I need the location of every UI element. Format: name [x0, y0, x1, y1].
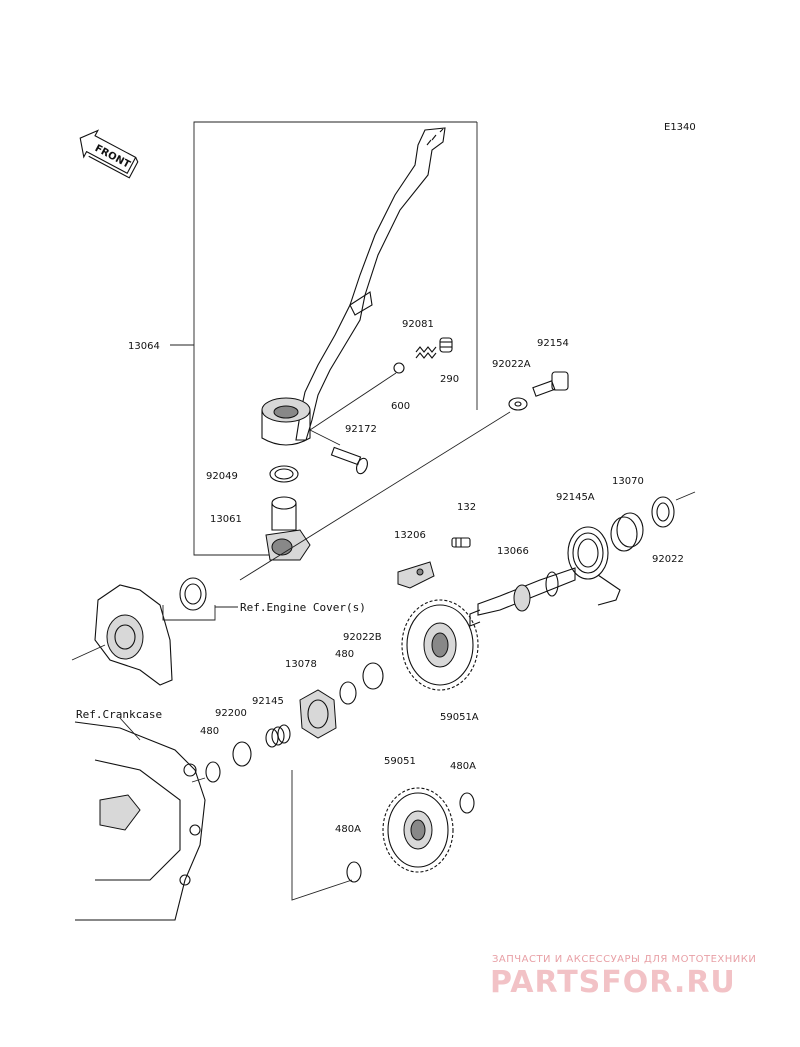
label-600: 600 [391, 401, 410, 412]
label-480-upper: 480 [335, 649, 354, 660]
label-13064: 13064 [128, 341, 160, 352]
label-59051A: 59051A [440, 712, 479, 723]
label-92145A: 92145A [556, 492, 595, 503]
engine-cover-bracket [162, 605, 216, 621]
label-480A-right: 480A [450, 761, 476, 772]
collar-13070 [610, 512, 644, 552]
pin-290 [439, 337, 453, 353]
label-480A-left: 480A [335, 824, 361, 835]
label-480-lower: 480 [200, 726, 219, 737]
label-59051: 59051 [384, 756, 416, 767]
watermark-logo: PARTSFOR.RU [490, 965, 736, 1000]
spring-92145A [567, 526, 621, 606]
ball-600 [393, 362, 405, 374]
ref-engine-cover: Ref.Engine Cover(s) [240, 601, 366, 614]
washer-92022B [362, 662, 384, 690]
seal-92049 [269, 465, 299, 483]
label-92154: 92154 [537, 338, 569, 349]
washer-92200 [232, 741, 252, 767]
leader-600 [309, 372, 397, 431]
diagram-code: E1340 [664, 122, 696, 133]
kick-shaft-13066 [469, 567, 576, 627]
circlip-480A-right [459, 792, 475, 814]
gear-59051 [382, 787, 454, 873]
stopper-13206 [397, 561, 435, 589]
label-92049: 92049 [206, 471, 238, 482]
label-13070: 13070 [612, 476, 644, 487]
label-92022: 92022 [652, 554, 684, 565]
leader-shaft-axis [239, 411, 511, 581]
leader-92172 [309, 429, 341, 446]
label-13078: 13078 [285, 659, 317, 670]
circlip-480-lower [205, 761, 221, 783]
washer-92022A [508, 397, 528, 411]
bolt-132 [451, 537, 471, 548]
label-92145: 92145 [252, 696, 284, 707]
ref-crankcase: Ref.Crankcase [76, 708, 162, 721]
label-13061: 13061 [210, 514, 242, 525]
label-13206: 13206 [394, 530, 426, 541]
leader-lower-axis [291, 770, 353, 901]
label-92022B: 92022B [343, 632, 382, 643]
gear-59051A [401, 599, 479, 691]
kick-pedal-assembly-bracket [193, 121, 477, 556]
front-arrow-icon: FRONT [79, 129, 139, 179]
circlip-480-upper [339, 681, 357, 705]
circlip-480A-left [346, 861, 362, 883]
bolt-92154 [532, 371, 569, 397]
label-92022A: 92022A [492, 359, 531, 370]
leader-cover-axis [71, 644, 106, 661]
label-92200: 92200 [215, 708, 247, 719]
front-label: FRONT [93, 143, 132, 171]
washer-92022 [651, 496, 675, 528]
label-92172: 92172 [345, 424, 377, 435]
watermark-tagline: ЗАПЧАСТИ И АКСЕССУАРЫ ДЛЯ МОТОТЕХНИКИ [492, 954, 756, 965]
spring-92081 [415, 346, 437, 359]
label-132: 132 [457, 502, 476, 513]
crankcase-outline [74, 721, 206, 921]
leader-axis-end [675, 491, 696, 501]
label-13066: 13066 [497, 546, 529, 557]
leader-case-axis [191, 777, 206, 783]
label-290: 290 [440, 374, 459, 385]
spring-92145 [265, 724, 291, 748]
kick-pedal-lever [261, 127, 446, 446]
engine-cover-outline [94, 584, 173, 686]
bolt-92172 [330, 446, 368, 475]
label-92081: 92081 [402, 319, 434, 330]
oil-seal [179, 577, 207, 611]
leader-crankcase [119, 717, 141, 741]
ratchet-13078 [299, 689, 337, 739]
